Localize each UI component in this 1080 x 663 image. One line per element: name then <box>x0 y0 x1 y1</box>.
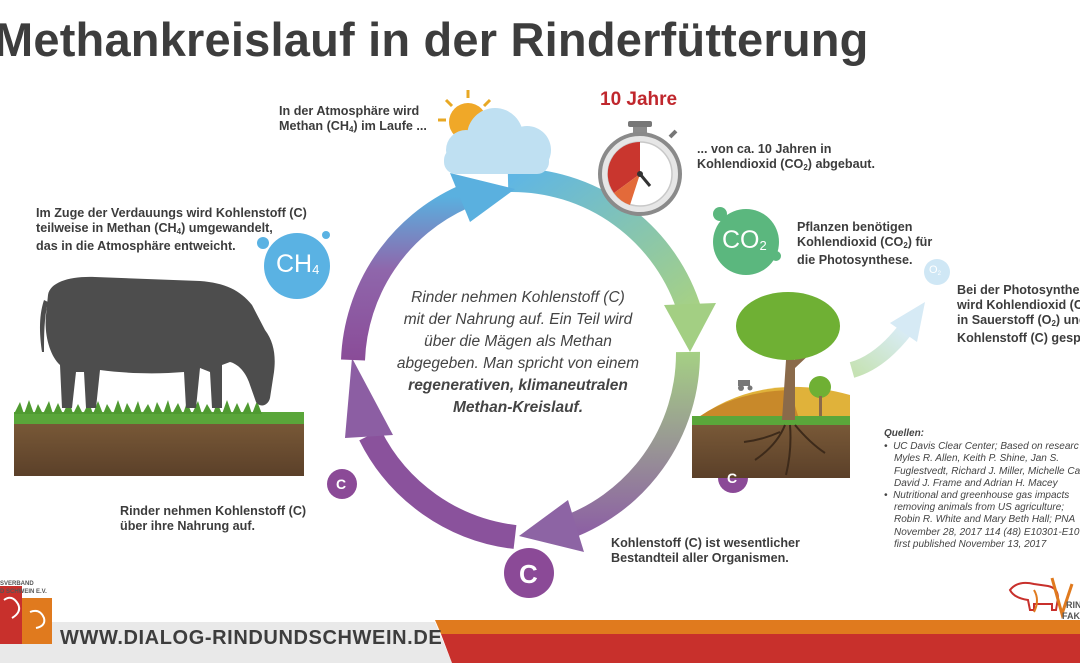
cattle-text: Rinder nehmen Kohlenstoff (C) über ihre … <box>120 504 307 533</box>
carbon-symbol-large: C <box>519 559 538 589</box>
o2-bubble <box>924 259 950 285</box>
footer-website-link[interactable]: WWW.DIALOG-RINDUNDSCHWEIN.DE <box>60 627 443 649</box>
cow-icon <box>40 276 275 408</box>
arrowhead-left <box>345 358 393 438</box>
arrowhead-right <box>664 303 716 352</box>
arrowhead-top <box>450 173 515 222</box>
ch4-bubble <box>257 231 330 299</box>
center-description: Rinder nehmen Kohlenstoff (C) mit der Na… <box>396 289 640 416</box>
logo-right <box>1008 577 1074 620</box>
ch4-label: CH4 <box>276 250 320 278</box>
carbon-text: Kohlenstoff (C) ist wesentlicher Bestand… <box>611 536 800 565</box>
logo-left-text-1: SVERBAND <box>0 581 34 587</box>
sources-block: Quellen: • UC Davis Clear Center; Based … <box>884 428 1080 550</box>
years-label: 10 Jahre <box>600 89 678 110</box>
carbon-bubble-small-left <box>327 469 357 499</box>
co2-label: CO2 <box>722 226 767 254</box>
co2-bubble <box>713 207 781 275</box>
digestion-text: Im Zuge der Verdauungs wird Kohlenstoff … <box>36 206 307 253</box>
tree-ground <box>692 386 850 478</box>
carbon-bubble-large <box>504 548 554 598</box>
arc-left-top <box>341 186 469 361</box>
logo-left-text-2: D SCHWEIN E.V. <box>0 589 47 595</box>
logo-left <box>0 586 52 644</box>
o2-label: O2 <box>929 264 941 277</box>
logo-right-text-1: RIN <box>1066 600 1080 610</box>
photosynthesis-text: Bei der Photosynthes wird Kohlendioxid (… <box>957 283 1080 345</box>
o2-arrowhead <box>890 302 925 342</box>
carbon-symbol-left: C <box>336 476 347 492</box>
cow-ground <box>14 400 304 476</box>
logo-right-text-2: FAKT <box>1062 611 1080 621</box>
cloud-icon <box>444 108 551 174</box>
atmosphere-text: In der Atmosphäre wird Methan (CH4) im L… <box>279 104 427 134</box>
arrowhead-bottom <box>519 500 584 552</box>
decay-text: ... von ca. 10 Jahren in Kohlendioxid (C… <box>697 142 875 172</box>
arc-bottom-left <box>359 429 517 549</box>
tractor-icon <box>738 380 753 391</box>
footer-band <box>0 620 1080 663</box>
arc-top-right <box>507 167 702 316</box>
plants-text: Pflanzen benötigen Kohlendioxid (CO2) fü… <box>797 220 933 267</box>
tree-icon <box>736 292 840 420</box>
page-title: Methankreislauf in der Rinderfütterung <box>0 13 869 66</box>
carbon-symbol-right: C <box>727 470 738 486</box>
stopwatch-icon <box>598 121 682 216</box>
o2-arrow <box>849 324 912 378</box>
arc-right-bottom <box>556 351 701 542</box>
